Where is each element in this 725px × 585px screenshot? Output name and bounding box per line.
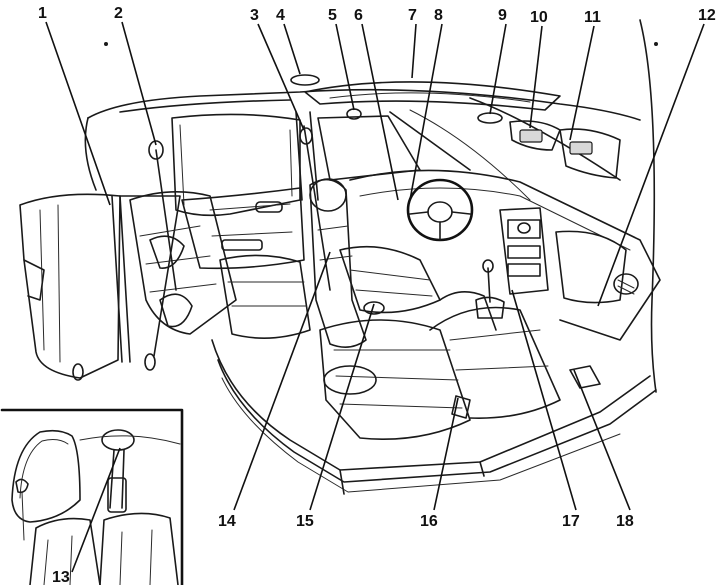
front-seat-left (309, 178, 441, 348)
callout-6: 6 (354, 7, 363, 24)
callout-13: 13 (52, 569, 70, 585)
callout-3: 3 (250, 7, 259, 24)
rear-seat (129, 191, 311, 339)
callout-12: 12 (698, 7, 716, 24)
callout-2: 2 (114, 5, 123, 22)
callout-5: 5 (328, 7, 337, 24)
marker-dot (654, 42, 658, 46)
marker-dot (104, 42, 108, 46)
callout-8: 8 (434, 7, 443, 24)
callout-4: 4 (276, 7, 285, 24)
callout-7: 7 (408, 7, 417, 24)
inset-rear-view (0, 408, 184, 585)
callout-11: 11 (584, 9, 601, 26)
callout-16: 16 (420, 513, 438, 530)
callout-labels: 1 2 3 4 5 6 7 8 9 10 11 12 13 14 15 16 1… (38, 5, 716, 585)
callout-10: 10 (530, 9, 548, 26)
callout-17: 17 (562, 513, 580, 530)
removed-parcel-shelf (19, 193, 181, 381)
dashboard (346, 108, 661, 341)
callout-14: 14 (218, 513, 236, 530)
door-sill (211, 19, 657, 495)
front-seat-right (319, 291, 561, 440)
callout-15: 15 (296, 513, 314, 530)
leader-lines (45, 21, 705, 573)
callout-9: 9 (498, 7, 507, 24)
callout-1: 1 (38, 5, 47, 22)
callout-18: 18 (616, 513, 634, 530)
